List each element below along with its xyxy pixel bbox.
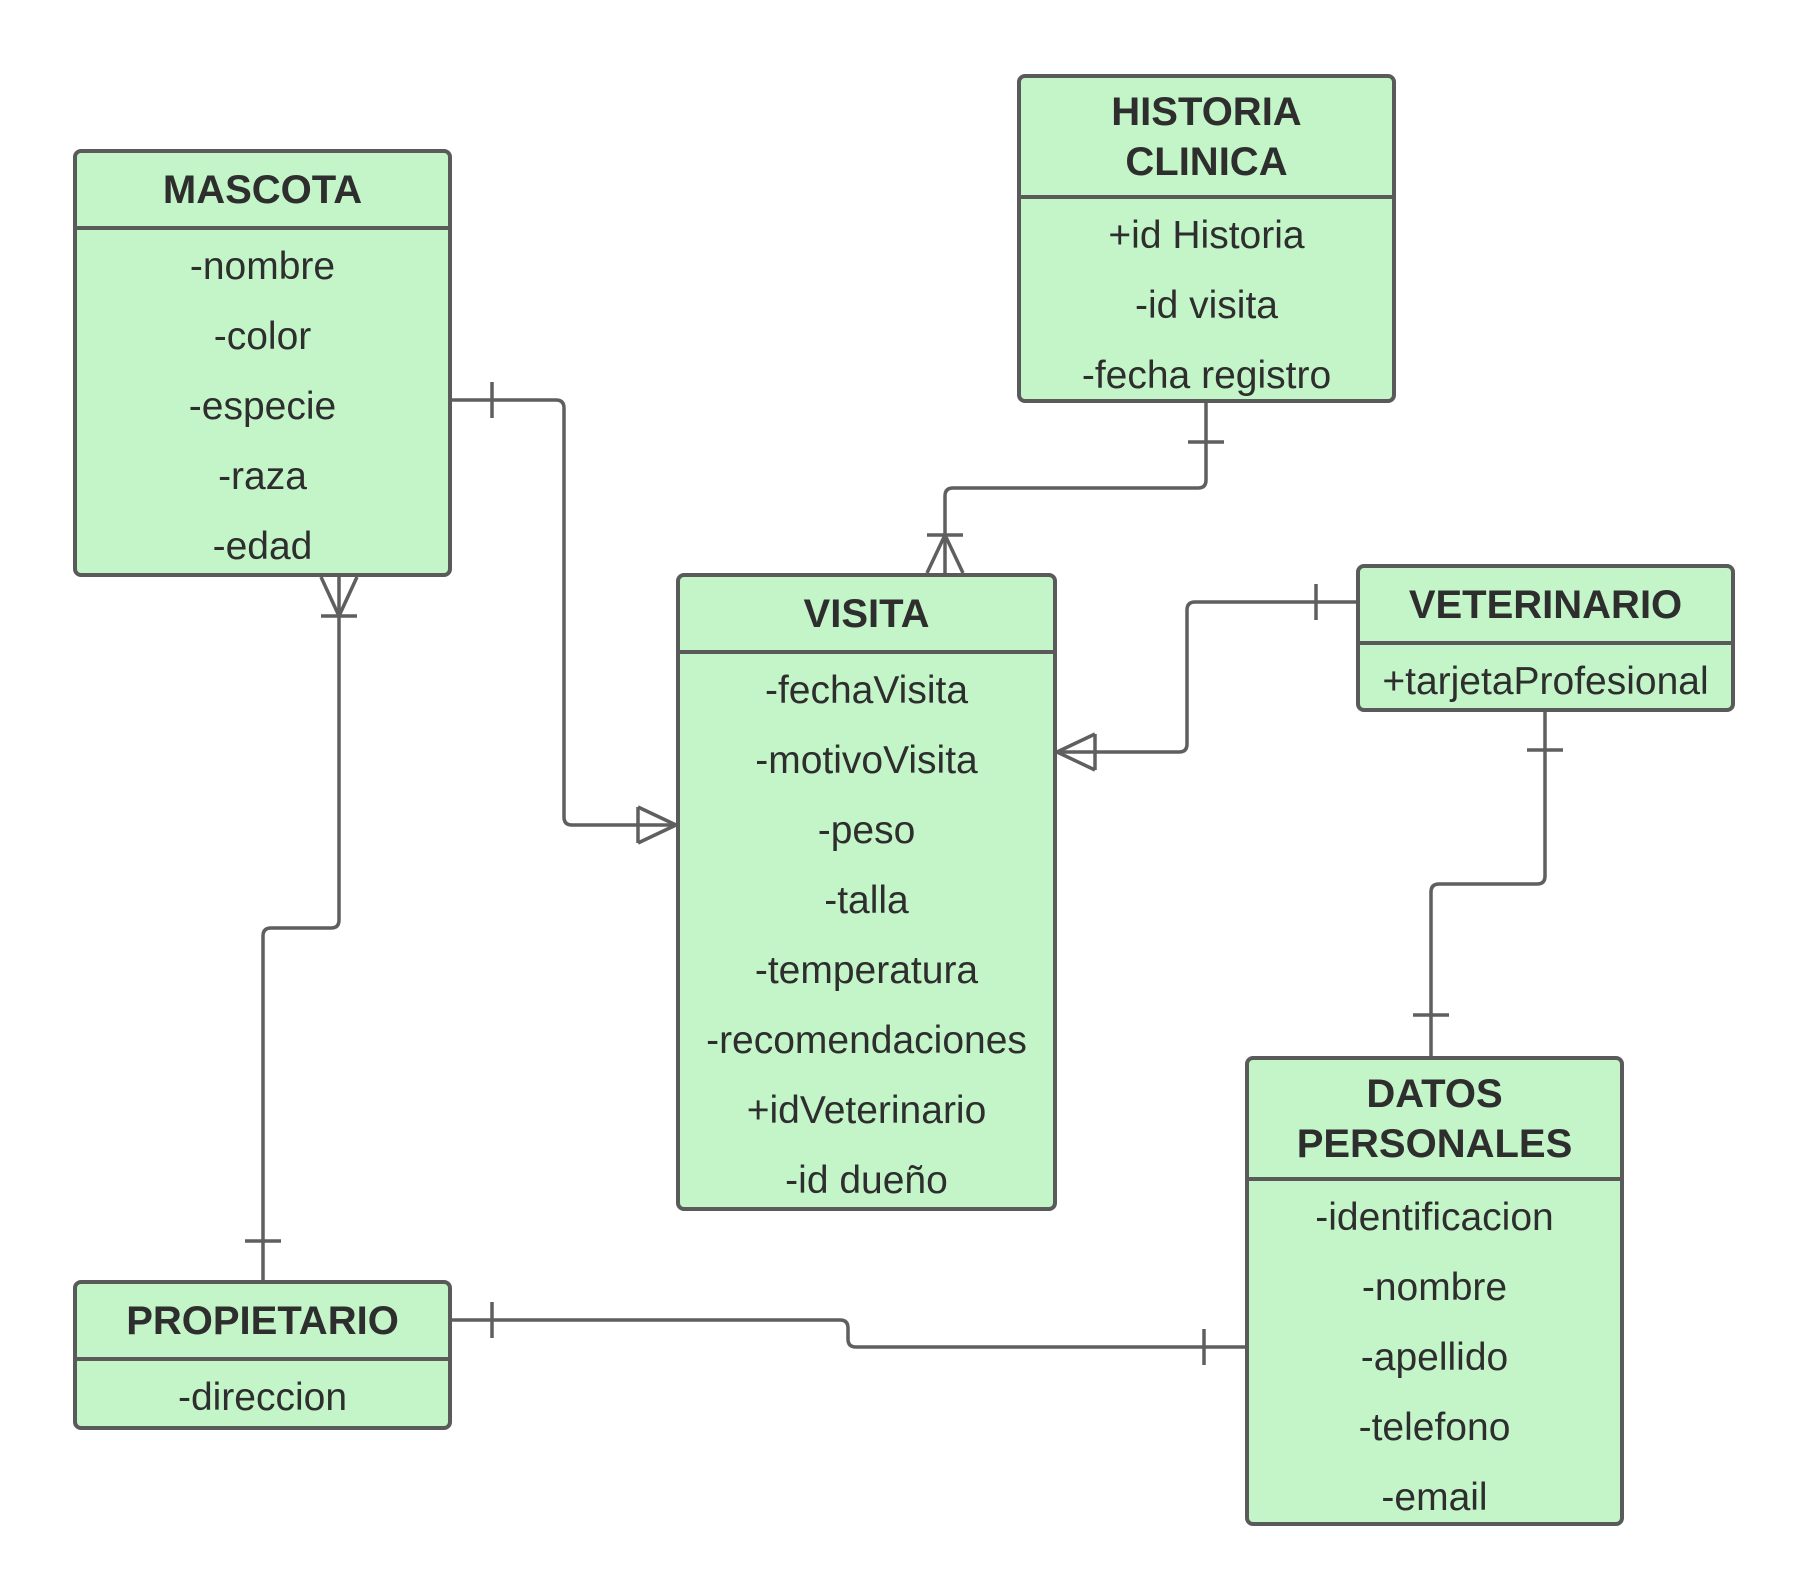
relation-veterinario-visita[interactable] [1056,584,1356,772]
entity-datos-personales-attributes: -identificacion -nombre -apellido -telef… [1249,1181,1620,1522]
attribute: -talla [824,879,909,922]
attribute: -id dueño [785,1159,948,1202]
attribute: -peso [817,809,916,852]
entity-mascota[interactable]: MASCOTA -nombre -color -especie -raza -e… [73,149,452,577]
attribute: -edad [212,525,313,568]
relation-historia-visita[interactable] [925,403,1224,574]
attribute: +id Historia [1108,214,1305,257]
attribute: -fechaVisita [764,669,969,712]
entity-visita[interactable]: VISITA -fechaVisita -motivoVisita -peso … [676,573,1057,1211]
relation-propietario-mascota[interactable] [245,576,359,1280]
entity-veterinario-attributes: +tarjetaProfesional [1360,645,1731,708]
attribute: -temperatura [754,949,979,992]
attribute: -apellido [1360,1336,1509,1379]
entity-mascota-attributes: -nombre -color -especie -raza -edad [77,230,448,573]
entity-datos-personales-title: DATOS PERSONALES [1249,1060,1620,1181]
entity-mascota-title: MASCOTA [77,153,448,230]
entity-propietario-attributes: -direccion [77,1361,448,1426]
entity-historia-clinica[interactable]: HISTORIA CLINICA +id Historia -id visita… [1017,74,1396,403]
attribute: -direccion [177,1376,348,1419]
entity-visita-title: VISITA [680,577,1053,654]
entity-propietario-title: PROPIETARIO [77,1284,448,1361]
attribute: -especie [188,385,337,428]
attribute: +tarjetaProfesional [1382,660,1709,703]
attribute: -id visita [1134,284,1279,327]
attribute: -nombre [189,245,336,288]
relation-mascota-visita[interactable] [452,382,677,845]
entity-historia-clinica-attributes: +id Historia -id visita -fecha registro [1021,199,1392,399]
attribute: -nombre [1361,1266,1508,1309]
entity-veterinario-title: VETERINARIO [1360,568,1731,645]
attribute: -email [1381,1476,1488,1519]
attribute: -telefono [1358,1406,1511,1449]
entity-propietario[interactable]: PROPIETARIO -direccion [73,1280,452,1430]
attribute: -fecha registro [1081,354,1332,397]
attribute: -raza [218,455,307,498]
relation-propietario-datos[interactable] [452,1302,1245,1365]
relation-veterinario-datos[interactable] [1413,712,1563,1056]
entity-visita-attributes: -fechaVisita -motivoVisita -peso -talla … [680,654,1053,1207]
entity-veterinario[interactable]: VETERINARIO +tarjetaProfesional [1356,564,1735,712]
attribute: -color [213,315,312,358]
entity-historia-clinica-title: HISTORIA CLINICA [1021,78,1392,199]
attribute: +idVeterinario [746,1089,987,1132]
entity-datos-personales[interactable]: DATOS PERSONALES -identificacion -nombre… [1245,1056,1624,1526]
attribute: -recomendaciones [706,1019,1027,1062]
attribute: -motivoVisita [755,739,978,782]
attribute: -identificacion [1315,1196,1554,1239]
